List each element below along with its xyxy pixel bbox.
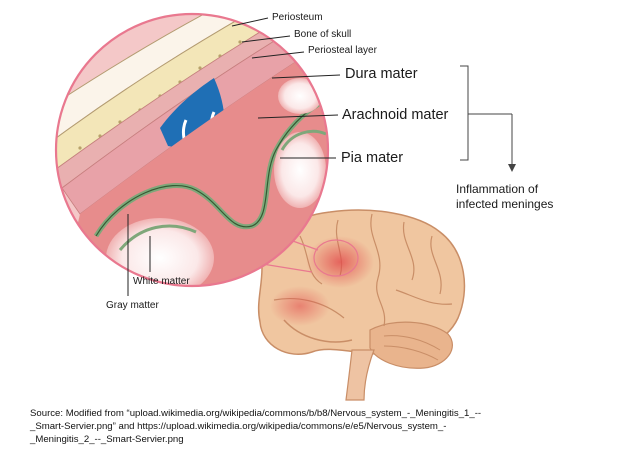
label-inflammation-line2: infected meninges xyxy=(456,197,554,211)
source-citation: Source: Modified from “upload.wikimedia.… xyxy=(30,408,482,445)
label-arachnoid-mater: Arachnoid mater xyxy=(342,107,449,123)
magnified-meninges-view xyxy=(56,14,328,286)
label-white-matter: White matter xyxy=(133,276,190,287)
brain-illustration xyxy=(257,209,466,401)
label-dura-mater: Dura mater xyxy=(345,66,418,82)
label-pia-mater: Pia mater xyxy=(341,150,404,166)
arrow-down-icon xyxy=(508,164,516,172)
meninges-bracket xyxy=(460,65,513,166)
label-periosteal-layer: Periosteal layer xyxy=(308,45,377,56)
label-inflammation-line1: Inflammation of xyxy=(456,182,539,196)
zoom-connector-line xyxy=(289,239,319,251)
label-bone-of-skull: Bone of skull xyxy=(294,29,352,40)
label-periosteum: Periosteum xyxy=(272,12,323,23)
label-gray-matter: Gray matter xyxy=(106,300,159,311)
label-leader-lines xyxy=(127,17,341,296)
zoom-circle-border xyxy=(54,12,330,288)
